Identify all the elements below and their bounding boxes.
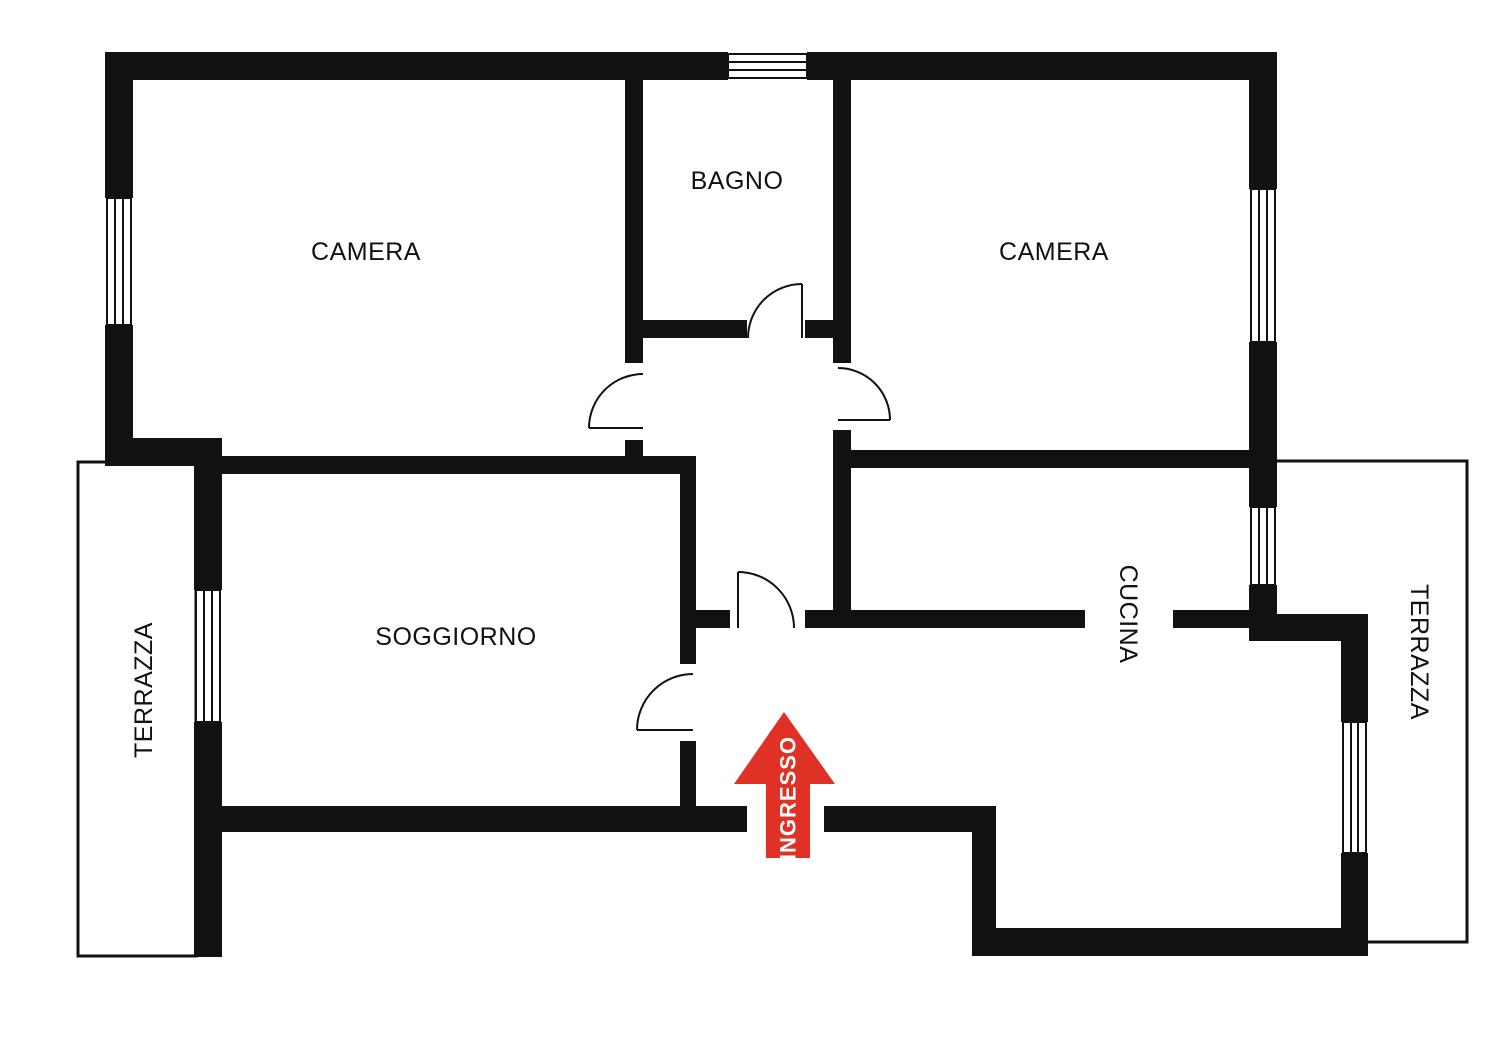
door-bagno bbox=[747, 283, 803, 339]
terrace-right-outline bbox=[1272, 459, 1469, 944]
wall-right-upper bbox=[1249, 52, 1277, 189]
door-hallway bbox=[737, 571, 795, 629]
room-label-soggiorno: SOGGIORNO bbox=[375, 623, 536, 651]
window-right-camera bbox=[1250, 188, 1276, 343]
room-label-terrazza-right: TERRAZZA bbox=[1405, 584, 1433, 720]
wall-bagno-bottom-left bbox=[625, 320, 747, 338]
wall-camera-left-partition-lower bbox=[625, 440, 643, 474]
window-soggiorno bbox=[195, 589, 221, 723]
window-kitchen-upper bbox=[1250, 506, 1276, 586]
door-soggiorno bbox=[636, 673, 694, 731]
room-label-camera-right: CAMERA bbox=[999, 238, 1109, 266]
wall-kitchen-bottom bbox=[972, 928, 1368, 956]
wall-right-mid bbox=[1249, 342, 1277, 507]
wall-entrance-left bbox=[194, 806, 747, 832]
room-label-terrazza-left: TERRAZZA bbox=[130, 622, 158, 758]
door-camera-left bbox=[588, 373, 644, 429]
wall-bagno-right bbox=[833, 78, 851, 363]
wall-kitchen-right-lower bbox=[1341, 853, 1368, 956]
wall-soggiorno-top bbox=[194, 456, 694, 474]
walls bbox=[105, 52, 1368, 957]
door-camera-right bbox=[837, 367, 891, 421]
wall-kitchen-step bbox=[1249, 614, 1368, 641]
wall-top-left bbox=[105, 52, 728, 80]
wall-kitchen-top-left bbox=[805, 610, 1085, 628]
room-label-cucina: CUCINA bbox=[1114, 565, 1142, 664]
wall-soggiorno-left-lower bbox=[194, 722, 222, 957]
wall-soggiorno-right-lower bbox=[680, 741, 696, 809]
wall-top-right bbox=[807, 52, 1277, 80]
wall-camera-right-partition-lower bbox=[833, 430, 851, 625]
wall-kitchen-top-right bbox=[1173, 610, 1263, 628]
window-left-camera bbox=[106, 197, 132, 326]
wall-left-upper bbox=[105, 52, 133, 198]
wall-hall-stub bbox=[696, 610, 730, 628]
entrance-arrow: INGRESSO bbox=[734, 712, 835, 860]
wall-soggiorno-right-upper bbox=[680, 456, 696, 664]
window-top bbox=[727, 53, 808, 79]
wall-camera-left-partition-upper bbox=[625, 78, 643, 363]
arrow-up-icon bbox=[734, 712, 835, 858]
doors bbox=[588, 283, 891, 731]
room-label-camera-left: CAMERA bbox=[311, 238, 421, 266]
room-labels: CAMERA BAGNO CAMERA SOGGIORNO CUCINA TER… bbox=[130, 167, 1433, 758]
wall-camera-right-bottom bbox=[833, 450, 1263, 468]
window-kitchen-right bbox=[1342, 721, 1367, 854]
wall-entrance-right bbox=[824, 806, 996, 832]
windows bbox=[106, 53, 1367, 854]
entrance-label: INGRESSO bbox=[776, 736, 801, 860]
room-label-bagno: BAGNO bbox=[691, 167, 784, 195]
